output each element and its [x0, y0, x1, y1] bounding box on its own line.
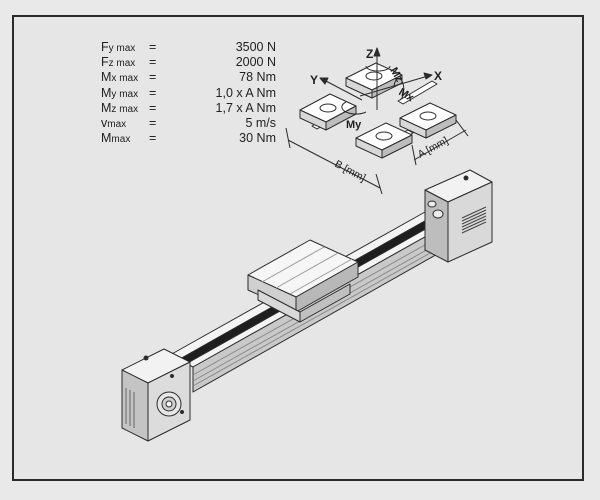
spec-subscript: max: [111, 134, 131, 146]
spec-value: 78 Nm: [239, 70, 276, 85]
moment-my-label: My: [346, 119, 362, 131]
axis-x-arrowhead: [423, 72, 433, 80]
carriage: [247, 239, 359, 323]
moment-mx-arc: [393, 77, 405, 101]
moment-my-arc: [341, 101, 367, 115]
diagram-block-right: [399, 102, 457, 139]
spec-equals: =: [149, 55, 157, 70]
spec-subscript: z max: [111, 103, 139, 115]
end-head-left: [121, 348, 191, 442]
spec-equals: =: [149, 131, 157, 146]
spec-value: 2000 N: [235, 55, 276, 70]
linear-module: [121, 169, 493, 442]
axis-z-arrowhead: [373, 47, 381, 57]
spec-row-fz: Fz max = 2000 N: [101, 55, 276, 70]
spec-subscript: max: [107, 118, 127, 130]
diagram-rail-right: [397, 80, 438, 105]
spec-value: 30 Nm: [239, 131, 276, 146]
spec-symbol: M: [101, 131, 112, 146]
spec-value: 3500 N: [235, 40, 276, 54]
spec-symbol: F: [101, 40, 109, 54]
spec-subscript: y max: [108, 43, 136, 54]
spec-equals: =: [149, 100, 157, 115]
diagram-block-bottom: [355, 122, 413, 159]
spec-subscript: z max: [108, 58, 136, 70]
dimension-b-label: B [mm]: [333, 158, 368, 184]
diagram-block-left: [299, 93, 357, 131]
spec-symbol: v: [101, 115, 108, 130]
spec-symbol: M: [101, 100, 112, 115]
spec-symbol: M: [101, 85, 112, 100]
spec-row-mz: Mz max = 1,7 x A Nm: [101, 101, 276, 116]
spec-list: Fy max = 3500 N Fz max = 2000 N Mx max =…: [101, 40, 276, 146]
dimension-a-line: [413, 129, 467, 161]
dimension-a-label: A [mm]: [416, 135, 451, 161]
spec-row-my: My max = 1,0 x A Nm: [101, 86, 276, 101]
spec-row-v: vmax = 5 m/s: [101, 116, 276, 131]
spec-row-m: Mmax = 30 Nm: [101, 131, 276, 146]
spec-symbol: M: [101, 70, 112, 85]
spec-row-fy: Fy max = 3500 N: [101, 40, 276, 55]
end-head-right: [424, 169, 493, 263]
spec-symbol: F: [101, 55, 109, 70]
axis-y-arrowhead: [319, 77, 329, 85]
end-cap-knob: [427, 200, 437, 208]
axis-y-line: [323, 79, 363, 101]
diagram-block-top: [345, 62, 403, 99]
spec-equals: =: [149, 85, 157, 100]
axis-z-label: Z: [366, 47, 373, 61]
spec-subscript: x max: [111, 73, 139, 85]
spec-subscript: y max: [111, 88, 139, 100]
end-cap-knob: [432, 209, 444, 219]
axis-y-label: Y: [310, 73, 318, 87]
spec-equals: =: [149, 70, 157, 85]
dimension-b-line: [287, 139, 381, 189]
moment-mz-arc: [365, 65, 391, 72]
spec-value: 1,7 x A Nm: [215, 100, 276, 115]
load-diagram: [285, 47, 469, 195]
axis-x-label: X: [434, 69, 442, 83]
spec-value: 1,0 x A Nm: [215, 85, 276, 100]
spec-equals: =: [149, 40, 157, 54]
spec-equals: =: [149, 115, 157, 130]
spec-value: 5 m/s: [245, 115, 276, 130]
spec-row-mx: Mx max = 78 Nm: [101, 70, 276, 85]
